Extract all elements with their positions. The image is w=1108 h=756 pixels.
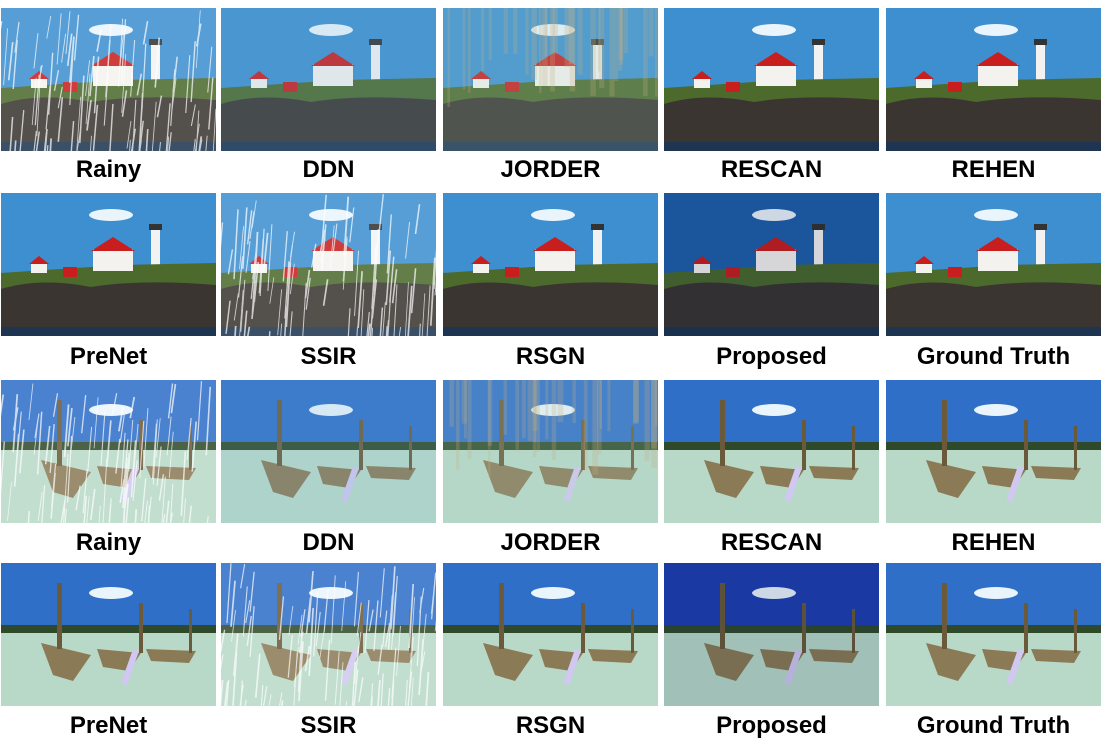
panel-caption: SSIR (300, 343, 357, 370)
boats-image (886, 563, 1101, 706)
lighthouse-photo (886, 193, 1101, 336)
boats-photo (886, 380, 1101, 523)
lighthouse-photo (664, 193, 879, 336)
panel-caption: JORDER (500, 156, 601, 183)
boats-image (221, 380, 436, 523)
panel-caption: RESCAN (720, 156, 823, 183)
lighthouse-image (443, 8, 658, 151)
lighthouse-photo (886, 8, 1101, 151)
lighthouse-image (664, 193, 879, 336)
panel-caption: Proposed (716, 343, 827, 370)
lighthouse-photo (1, 193, 216, 336)
lighthouse-image (221, 8, 436, 151)
boats-photo (443, 380, 658, 523)
boats-image (664, 380, 879, 523)
boats-image (664, 563, 879, 706)
lighthouse-image (1, 193, 216, 336)
panel-caption: Ground Truth (916, 712, 1071, 739)
boats-image (443, 380, 658, 523)
boats-image (1, 563, 216, 706)
panel-caption: JORDER (500, 529, 601, 556)
panel-caption: REHEN (951, 156, 1036, 183)
lighthouse-image (664, 8, 879, 151)
lighthouse-image (443, 193, 658, 336)
boats-photo (1, 563, 216, 706)
lighthouse-image (886, 193, 1101, 336)
lighthouse-photo (1, 8, 216, 151)
boats-photo (443, 563, 658, 706)
panel-caption: RESCAN (720, 529, 823, 556)
panel-caption: Proposed (716, 712, 827, 739)
panel-caption: RSGN (515, 343, 586, 370)
panel-caption: Rainy (75, 529, 142, 556)
boats-photo (221, 563, 436, 706)
panel-caption: DDN (302, 529, 355, 556)
panel-caption: Rainy (75, 156, 142, 183)
lighthouse-image (1, 8, 216, 151)
panel-caption: SSIR (300, 712, 357, 739)
boats-photo (664, 380, 879, 523)
panel-caption: Ground Truth (916, 343, 1071, 370)
panel-caption: PreNet (69, 343, 148, 370)
lighthouse-photo (443, 193, 658, 336)
boats-photo (221, 380, 436, 523)
boats-image (443, 563, 658, 706)
lighthouse-image (886, 8, 1101, 151)
lighthouse-photo (221, 193, 436, 336)
panel-caption: RSGN (515, 712, 586, 739)
panel-caption: DDN (302, 156, 355, 183)
boats-image (886, 380, 1101, 523)
boats-image (221, 563, 436, 706)
lighthouse-image (221, 193, 436, 336)
boats-image (1, 380, 216, 523)
lighthouse-photo (664, 8, 879, 151)
panel-caption: PreNet (69, 712, 148, 739)
boats-photo (886, 563, 1101, 706)
boats-photo (664, 563, 879, 706)
lighthouse-photo (221, 8, 436, 151)
boats-photo (1, 380, 216, 523)
lighthouse-photo (443, 8, 658, 151)
panel-caption: REHEN (951, 529, 1036, 556)
